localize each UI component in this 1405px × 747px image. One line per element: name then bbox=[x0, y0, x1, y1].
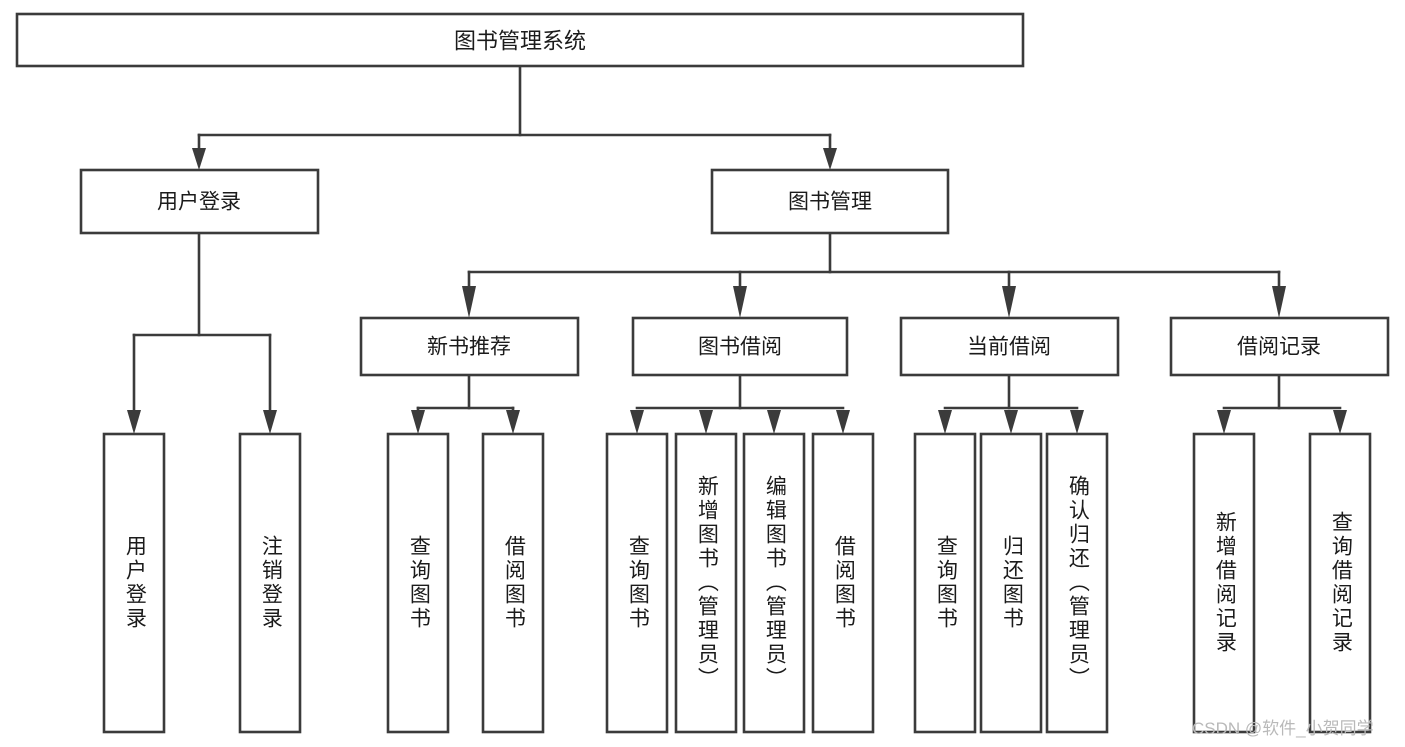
leaf-label-borrow-book-1: 借阅图书 bbox=[502, 535, 526, 631]
arrow-head-root-to-bookmgmt bbox=[823, 148, 837, 170]
node-box-leaf-query-book-1[interactable] bbox=[386, 432, 450, 734]
node-box-leaf-query-borrow-record[interactable] bbox=[1308, 432, 1372, 734]
leaf-label-user-login: 用户登录 bbox=[123, 535, 147, 631]
node-box-book-borrow[interactable] bbox=[631, 316, 849, 377]
leaf-label-add-book-admin: 新增图书（管理员） bbox=[695, 475, 719, 691]
watermark-text: CSDN @软件_小贺同学 bbox=[1192, 719, 1374, 738]
leaf-label-edit-book-admin: 编辑图书（管理员） bbox=[763, 475, 787, 691]
leaf-label-borrow-book-2: 借阅图书 bbox=[832, 535, 856, 631]
arrow-head-login-leaf-1 bbox=[127, 410, 141, 434]
leaf-label-add-borrow-record: 新增借阅记录 bbox=[1213, 511, 1237, 655]
node-box-leaf-edit-book-admin[interactable] bbox=[742, 432, 806, 734]
leaf-label-query-book-2: 查询图书 bbox=[626, 535, 650, 631]
arrow-head-root-to-login bbox=[192, 148, 206, 170]
leaf-label-query-book-3: 查询图书 bbox=[934, 535, 958, 631]
arrow-head-to-record bbox=[1272, 286, 1286, 318]
connector-layer bbox=[127, 64, 1347, 434]
arrow-head-borrow-leaf-3 bbox=[767, 410, 781, 434]
node-label-current-borrow: 当前借阅 bbox=[967, 336, 1051, 359]
node-box-leaf-logout[interactable] bbox=[238, 432, 302, 734]
leaf-label-logout: 注销登录 bbox=[259, 535, 283, 631]
node-box-leaf-query-book-3[interactable] bbox=[913, 432, 977, 734]
leaf-label-confirm-return-admin: 确认归还（管理员） bbox=[1066, 475, 1090, 691]
node-box-borrow-record[interactable] bbox=[1169, 316, 1390, 377]
arrow-head-current-leaf-1 bbox=[938, 410, 952, 434]
node-label-user-login: 用户登录 bbox=[157, 191, 241, 214]
arrow-head-to-newbook bbox=[462, 286, 476, 318]
node-label-book-borrow: 图书借阅 bbox=[698, 336, 782, 359]
arrow-head-to-borrow bbox=[733, 286, 747, 318]
arrow-head-borrow-leaf-4 bbox=[836, 410, 850, 434]
arrow-head-record-leaf-2 bbox=[1333, 410, 1347, 434]
leaf-label-query-book-1: 查询图书 bbox=[407, 535, 431, 631]
node-label-new-book-recommend: 新书推荐 bbox=[427, 336, 511, 359]
arrow-head-newbook-leaf-1 bbox=[411, 410, 425, 434]
node-layer: 图书管理系统 用户登录 图书管理 新书推荐 图书借阅 当前借阅 借阅记录 bbox=[15, 12, 1390, 734]
node-box-leaf-query-book-2[interactable] bbox=[605, 432, 669, 734]
node-box-root[interactable] bbox=[15, 12, 1025, 68]
node-box-current-borrow[interactable] bbox=[899, 316, 1120, 377]
arrow-head-login-leaf-2 bbox=[263, 410, 277, 434]
node-label-root: 图书管理系统 bbox=[454, 29, 586, 54]
node-box-leaf-borrow-book-2[interactable] bbox=[811, 432, 875, 734]
arrow-head-current-leaf-2 bbox=[1004, 410, 1018, 434]
node-box-new-book-recommend[interactable] bbox=[359, 316, 580, 377]
node-box-leaf-add-book-admin[interactable] bbox=[674, 432, 738, 734]
leaf-label-query-borrow-record: 查询借阅记录 bbox=[1329, 511, 1353, 655]
leaf-label-return-book: 归还图书 bbox=[1000, 535, 1024, 631]
arrow-head-borrow-leaf-1 bbox=[630, 410, 644, 434]
arrow-head-newbook-leaf-2 bbox=[506, 410, 520, 434]
arrow-head-record-leaf-1 bbox=[1217, 410, 1231, 434]
node-box-leaf-user-login[interactable] bbox=[102, 432, 166, 734]
node-label-borrow-record: 借阅记录 bbox=[1237, 336, 1321, 359]
node-box-user-login[interactable] bbox=[79, 168, 320, 235]
node-box-leaf-borrow-book-1[interactable] bbox=[481, 432, 545, 734]
node-box-leaf-return-book[interactable] bbox=[979, 432, 1043, 734]
node-box-leaf-confirm-return-admin[interactable] bbox=[1045, 432, 1109, 734]
arrow-head-to-current bbox=[1002, 286, 1016, 318]
node-box-book-management[interactable] bbox=[710, 168, 950, 235]
node-box-leaf-add-borrow-record[interactable] bbox=[1192, 432, 1256, 734]
arrow-head-current-leaf-3 bbox=[1070, 410, 1084, 434]
arrow-head-borrow-leaf-2 bbox=[699, 410, 713, 434]
node-label-book-management: 图书管理 bbox=[788, 191, 872, 214]
